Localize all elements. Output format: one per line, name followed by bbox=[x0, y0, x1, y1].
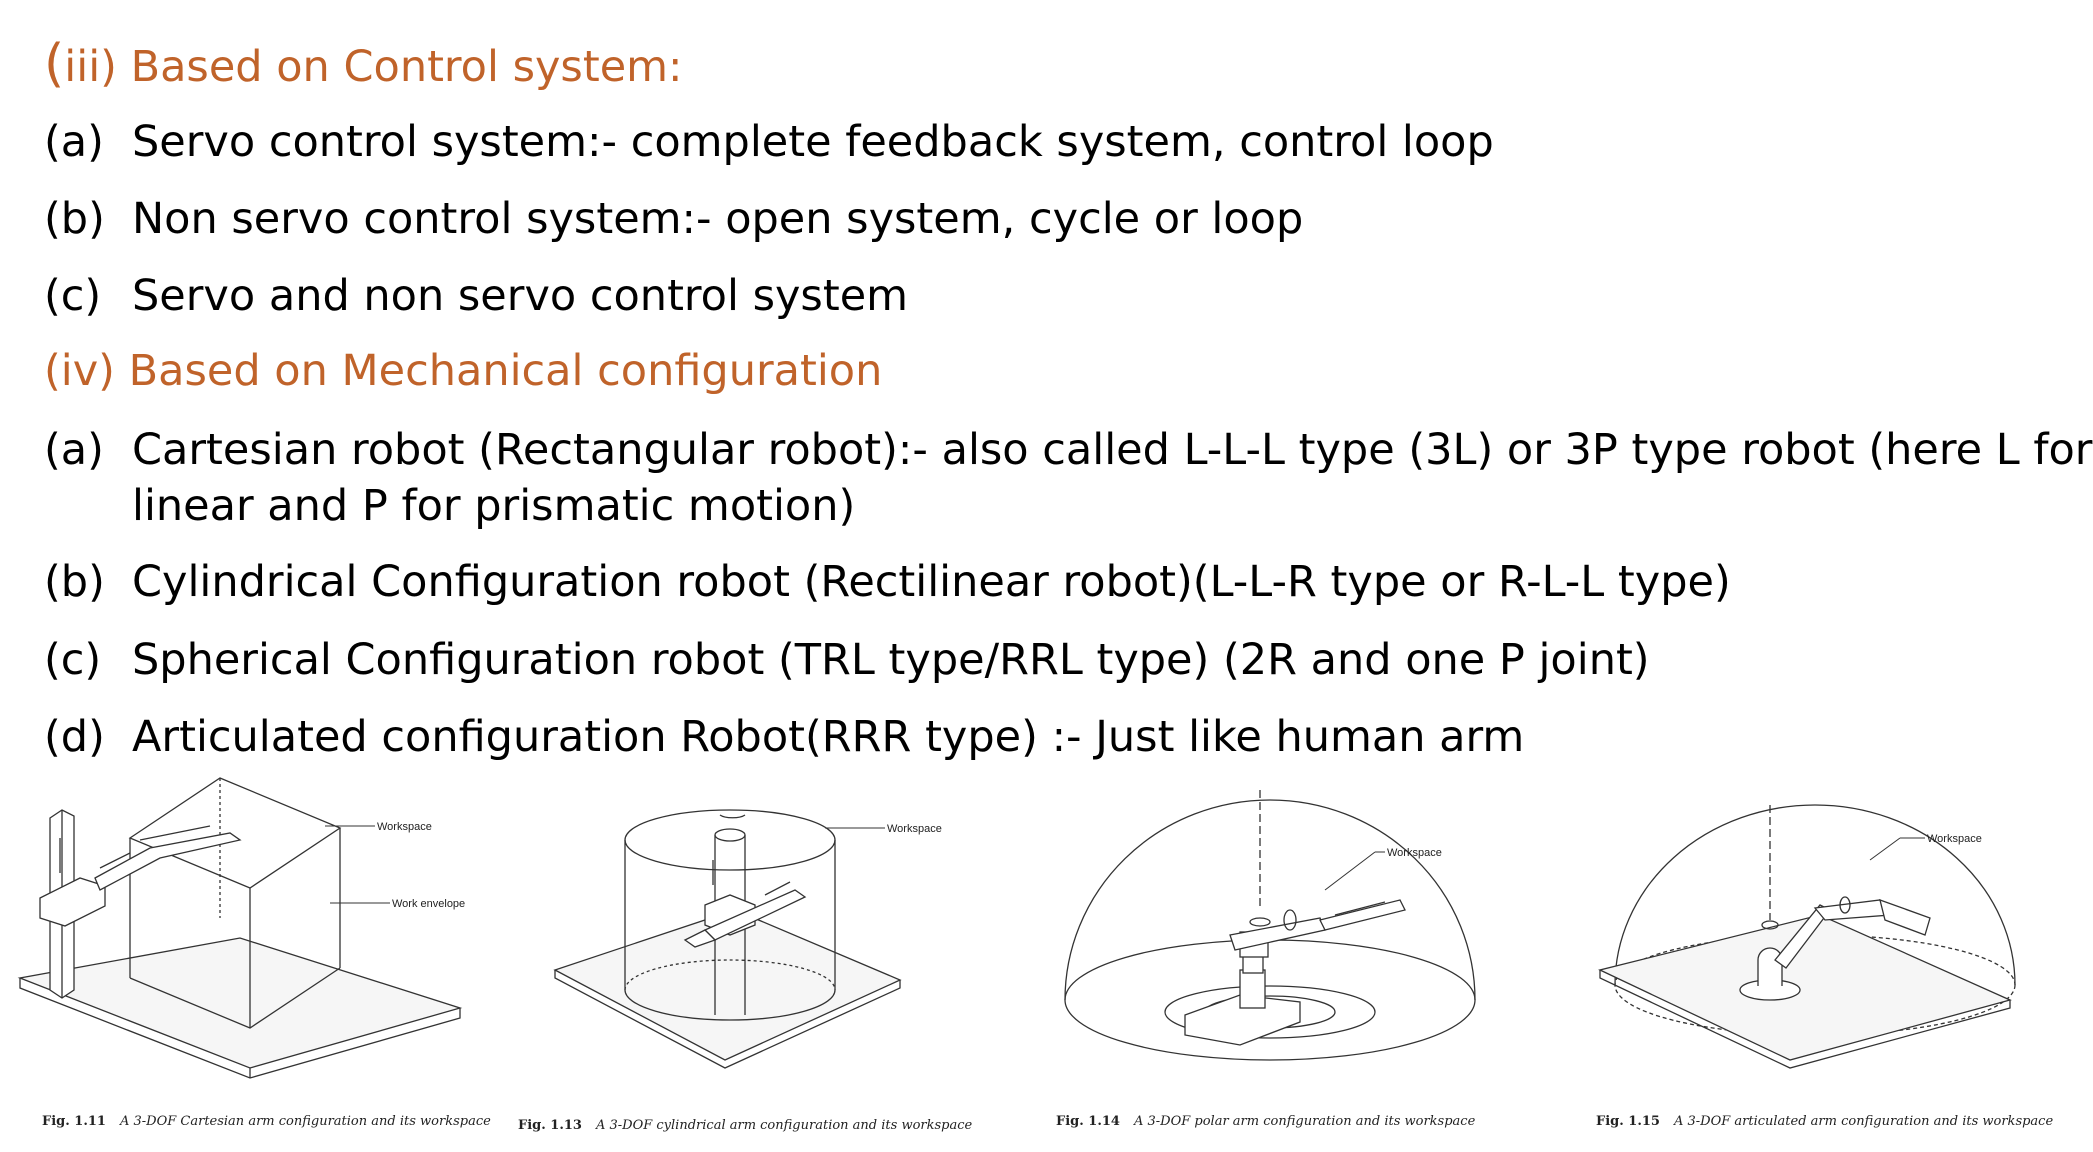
list-item: (c) Spherical Configuration robot (TRL ty… bbox=[44, 632, 1650, 688]
figure-caption: Fig. 1.15 A 3-DOF articulated arm configu… bbox=[1596, 1114, 2053, 1129]
item-text: Spherical Configuration robot (TRL type/… bbox=[132, 635, 1650, 685]
list-item: (a) Cartesian robot (Rectangular robot):-… bbox=[44, 422, 2093, 534]
section-iii-heading: (iii) Based on Control system: bbox=[44, 34, 683, 94]
item-label: (a) bbox=[44, 117, 104, 167]
item-text-line1: Cartesian robot (Rectangular robot):- al… bbox=[132, 425, 2093, 475]
item-label: (c) bbox=[44, 271, 102, 321]
polar-arm-drawing: Workspace bbox=[1064, 790, 1476, 1061]
figure-caption-text: A 3-DOF polar arm configuration and its … bbox=[1133, 1114, 1476, 1129]
item-text: Non servo control system:- open system, … bbox=[132, 194, 1304, 244]
figure-caption-text: A 3-DOF articulated arm configuration an… bbox=[1673, 1114, 2054, 1129]
figure-caption-text: A 3-DOF cylindrical arm configuration an… bbox=[595, 1118, 973, 1133]
item-text: Servo control system:- complete feedback… bbox=[132, 117, 1494, 167]
item-label: (b) bbox=[44, 194, 105, 244]
callout-label: Workspace bbox=[1927, 833, 1982, 845]
figure-caption: Fig. 1.13 A 3-DOF cylindrical arm configu… bbox=[518, 1118, 972, 1133]
figure-caption: Fig. 1.11 A 3-DOF Cartesian arm configura… bbox=[42, 1114, 491, 1129]
articulated-arm-drawing: Workspace bbox=[1598, 804, 2016, 1069]
cylindrical-arm-drawing: Workspace bbox=[553, 809, 942, 1069]
item-text-line2: linear and P for prismatic motion) bbox=[132, 481, 856, 531]
item-label: (a) bbox=[44, 425, 104, 475]
figure-polar-arm: Workspace bbox=[1055, 790, 1485, 1100]
section-iv-heading: (iv) Based on Mechanical configuration bbox=[44, 346, 882, 396]
figure-cartesian-arm: Workspace Work envelope bbox=[17, 777, 500, 1108]
figure-number: Fig. 1.14 bbox=[1056, 1114, 1120, 1129]
callout-label: Workspace bbox=[1387, 847, 1442, 859]
heading-text: iii) Based on Control system: bbox=[64, 42, 683, 92]
list-item: (b) Non servo control system:- open syste… bbox=[44, 191, 1303, 247]
figure-caption: Fig. 1.14 A 3-DOF polar arm configuration… bbox=[1056, 1114, 1475, 1129]
figure-number: Fig. 1.13 bbox=[518, 1118, 582, 1133]
item-label: (b) bbox=[44, 557, 105, 607]
list-item: (d) Articulated configuration Robot(RRR t… bbox=[44, 709, 1524, 765]
figure-number: Fig. 1.11 bbox=[42, 1114, 106, 1129]
item-label: (d) bbox=[44, 712, 105, 762]
item-text: Servo and non servo control system bbox=[132, 271, 909, 321]
list-item: (a) Servo control system:- complete feedb… bbox=[44, 114, 1494, 170]
figure-caption-text: A 3-DOF Cartesian arm configuration and … bbox=[119, 1114, 491, 1129]
list-item: (c) Servo and non servo control system bbox=[44, 268, 908, 324]
figure-cylindrical-arm: Workspace bbox=[553, 800, 942, 1100]
list-item: (b) Cylindrical Configuration robot (Rect… bbox=[44, 554, 1731, 610]
heading-open-paren: ( bbox=[44, 34, 65, 94]
callout-label: Workspace bbox=[887, 823, 942, 835]
figure-number: Fig. 1.15 bbox=[1596, 1114, 1660, 1129]
item-text: Cartesian robot (Rectangular robot):- al… bbox=[132, 422, 2093, 534]
cartesian-arm-drawing: Workspace Work envelope bbox=[17, 777, 465, 1079]
callout-label: Workspace bbox=[377, 821, 432, 833]
item-label: (c) bbox=[44, 635, 102, 685]
item-text: Cylindrical Configuration robot (Rectili… bbox=[132, 557, 1731, 607]
figure-articulated-arm: Workspace bbox=[1598, 790, 2030, 1100]
item-text: Articulated configuration Robot(RRR type… bbox=[132, 712, 1525, 762]
heading-text: (iv) Based on Mechanical configuration bbox=[44, 346, 883, 396]
callout-label: Work envelope bbox=[392, 898, 465, 910]
